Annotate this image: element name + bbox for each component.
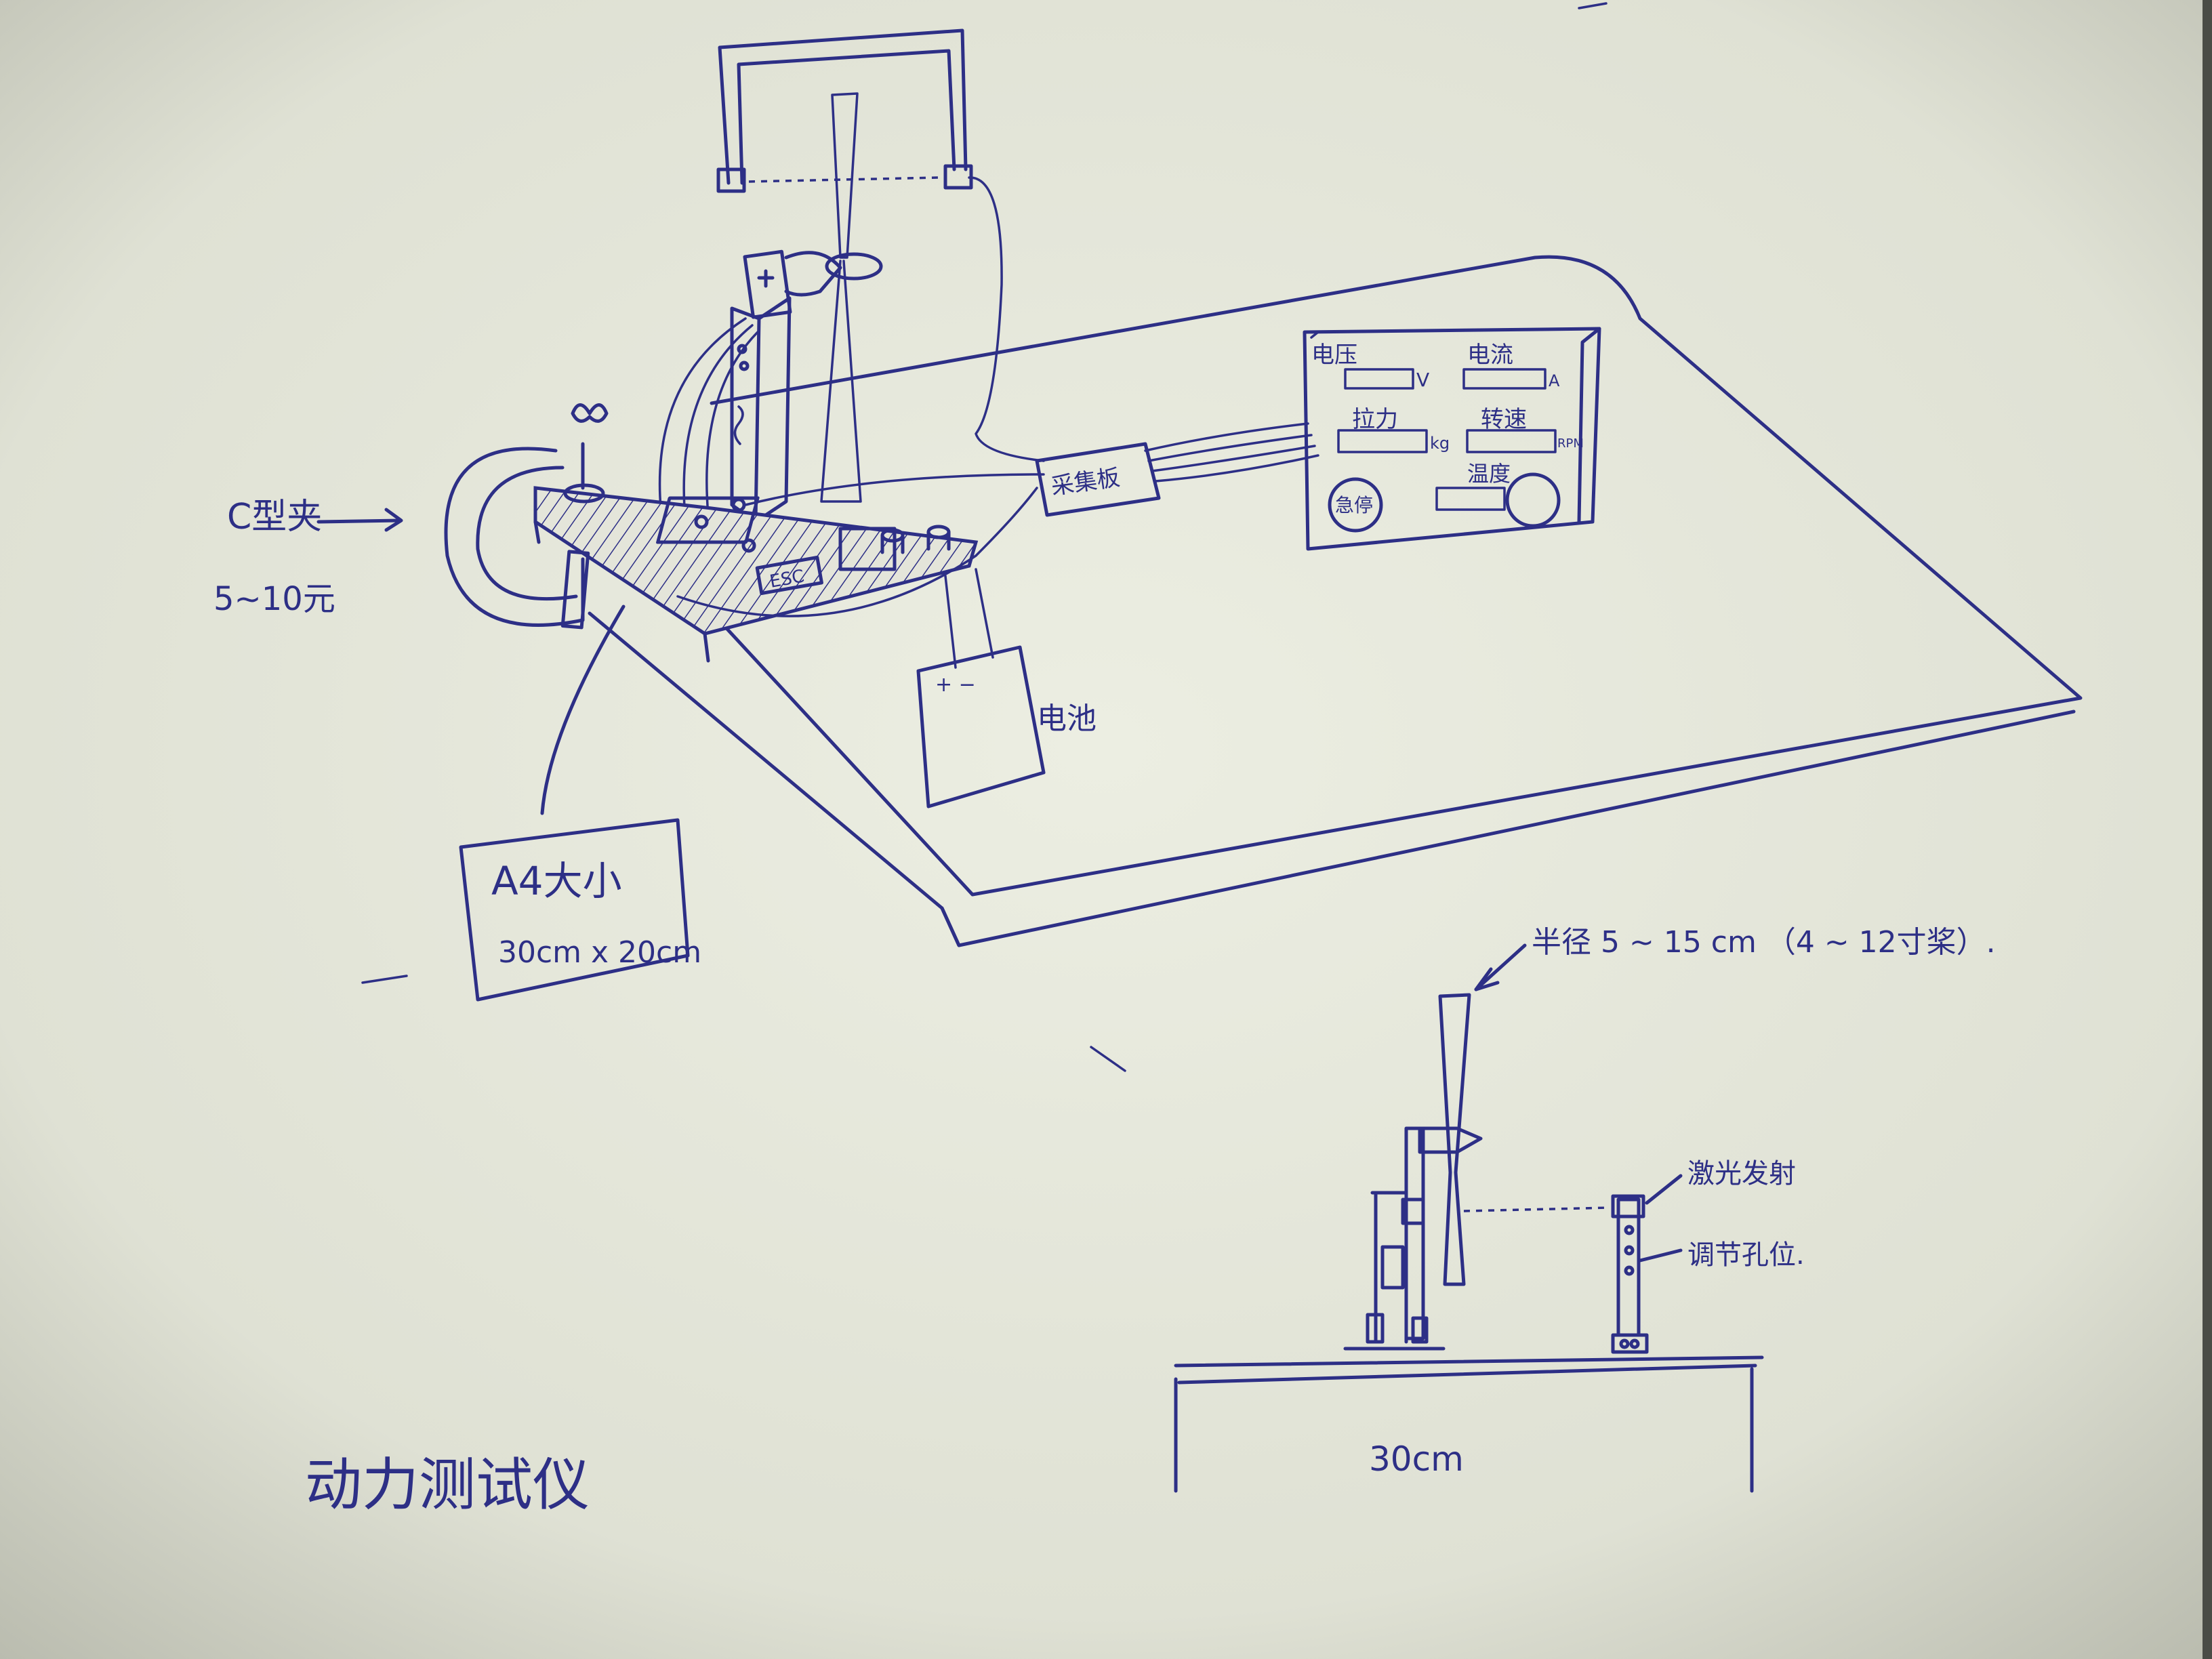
battery [916,645,1046,808]
panel-thrust-field [1337,429,1428,453]
clamp-label: C型夹 [227,497,322,537]
panel-estop-button [1328,477,1383,533]
panel-thrust-label: 拉力 [1352,406,1398,433]
motor-plate [743,249,792,319]
clamp-arrow [316,518,402,524]
base-length-label: 30cm [1369,1439,1464,1479]
adjust-holes-label: 调节孔位. [1687,1240,1805,1271]
board-size-leader [540,605,626,815]
panel-voltage-unit: V [1416,369,1429,391]
power-connector-block [838,527,897,571]
side-motor [1418,1126,1483,1154]
laser-emitter-label: 激光发射 [1687,1158,1796,1189]
base-mount-block [656,496,760,544]
panel-knob [1505,472,1561,528]
panel-rpm-label: 转速 [1481,406,1527,433]
panel-current-unit: A [1549,371,1560,390]
panel-voltage-label: 电压 [1311,342,1357,369]
side-propeller [1438,993,1471,1286]
panel-rpm-unit: RPM [1557,436,1584,451]
acquisition-board [1035,442,1161,517]
panel-voltage-field [1344,368,1414,390]
display-panel: 电压 V 电流 A 拉力 kg 转速 RPM 温度 急停 [1303,327,1601,551]
propeller-blade [831,92,859,259]
table-plane [682,255,2083,897]
battery-label: 电池 [1037,701,1097,736]
panel-temp-label: 温度 [1467,461,1511,487]
panel-current-field [1462,368,1547,390]
panel-estop-label: 急停 [1335,494,1373,516]
board-size-label: A4大小 [491,858,622,904]
laser-mount-left [716,167,746,193]
side-base-table [1174,1355,1764,1493]
side-view-sketch: 半径 5 ~ 15 cm （4 ~ 12寸桨）. 激光发射 调节孔位. 30cm [1174,925,1996,1493]
sketch-title: 动力测试仪 [305,1452,590,1518]
stray-mark-top [1578,2,1607,9]
c-clamp [444,447,585,627]
board-size-callout [459,818,690,1002]
battery-polarity: + − [935,673,976,697]
panel-temp-field [1435,487,1506,511]
radius-arrow [1474,943,1527,991]
paper-edge-shadow [2203,0,2212,1659]
clamp-price: 5~10元 [213,580,335,618]
clamp-wing-nut [571,403,609,423]
board-dims-label: 30cm x 20cm [498,935,701,970]
clamp-screw-pad [563,483,605,504]
gantry-frame [718,28,968,185]
motor-hub [825,252,883,281]
panel-rpm-field [1466,429,1557,453]
radius-note: 半径 5 ~ 15 cm （4 ~ 12寸桨）. [1532,925,1996,960]
panel-thrust-unit: kg [1430,434,1450,453]
isometric-rig-sketch: ESC + − 电池 C型夹 5~10元 A4大小 30cm x 20cm [213,28,2083,1002]
panel-current-label: 电流 [1467,342,1513,369]
stray-mark [1090,1046,1126,1072]
esc-box [755,555,823,596]
